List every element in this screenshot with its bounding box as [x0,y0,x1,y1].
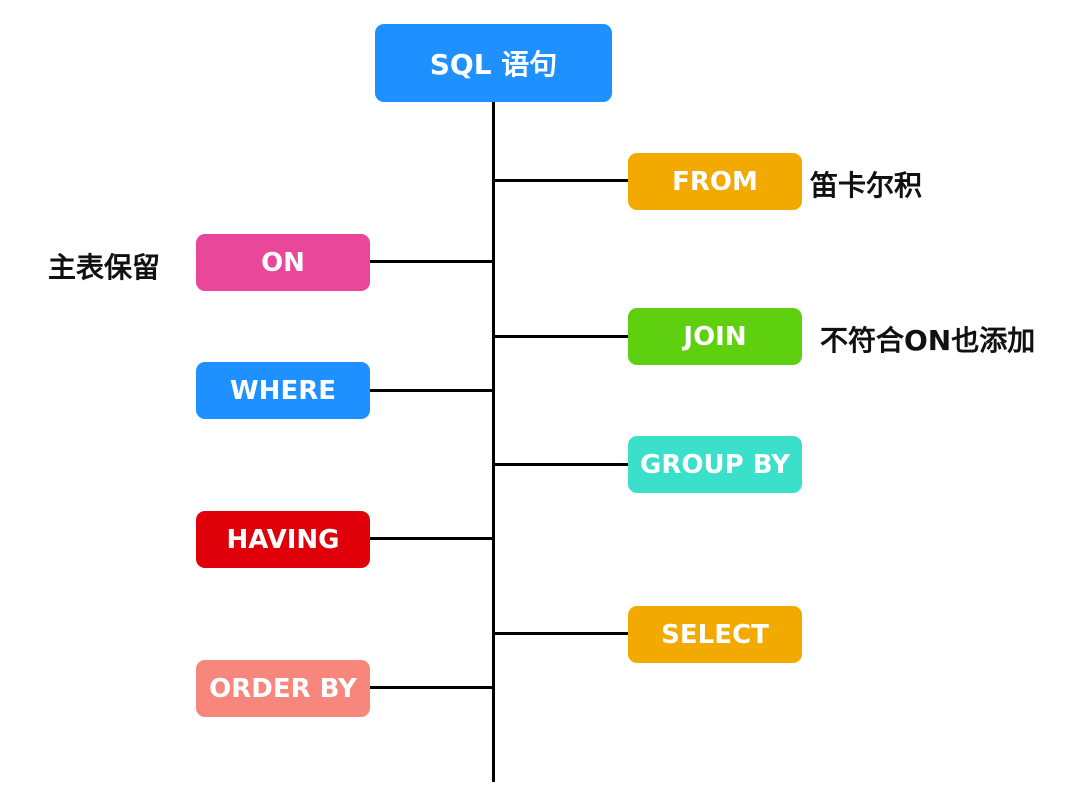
timeline-spine [492,100,495,782]
step-group-by: GROUP BY [628,436,802,493]
step-on: ON [196,234,370,291]
step-having: HAVING [196,511,370,568]
connector-having [368,537,494,540]
connector-select [494,632,630,635]
note-from: 笛卡尔积 [810,169,923,202]
connector-from [494,179,630,182]
step-select: SELECT [628,606,802,663]
connector-group-by [494,463,630,466]
connector-order-by [368,686,494,689]
step-from: FROM [628,153,802,210]
connector-join [494,335,630,338]
connector-where [368,389,494,392]
step-order-by: ORDER BY [196,660,370,717]
note-join: 不符合ON也添加 [820,324,1036,357]
root-node: SQL 语句 [375,24,612,102]
step-where: WHERE [196,362,370,419]
note-on: 主表保留 [48,251,161,284]
step-join: JOIN [628,308,802,365]
connector-on [368,260,494,263]
